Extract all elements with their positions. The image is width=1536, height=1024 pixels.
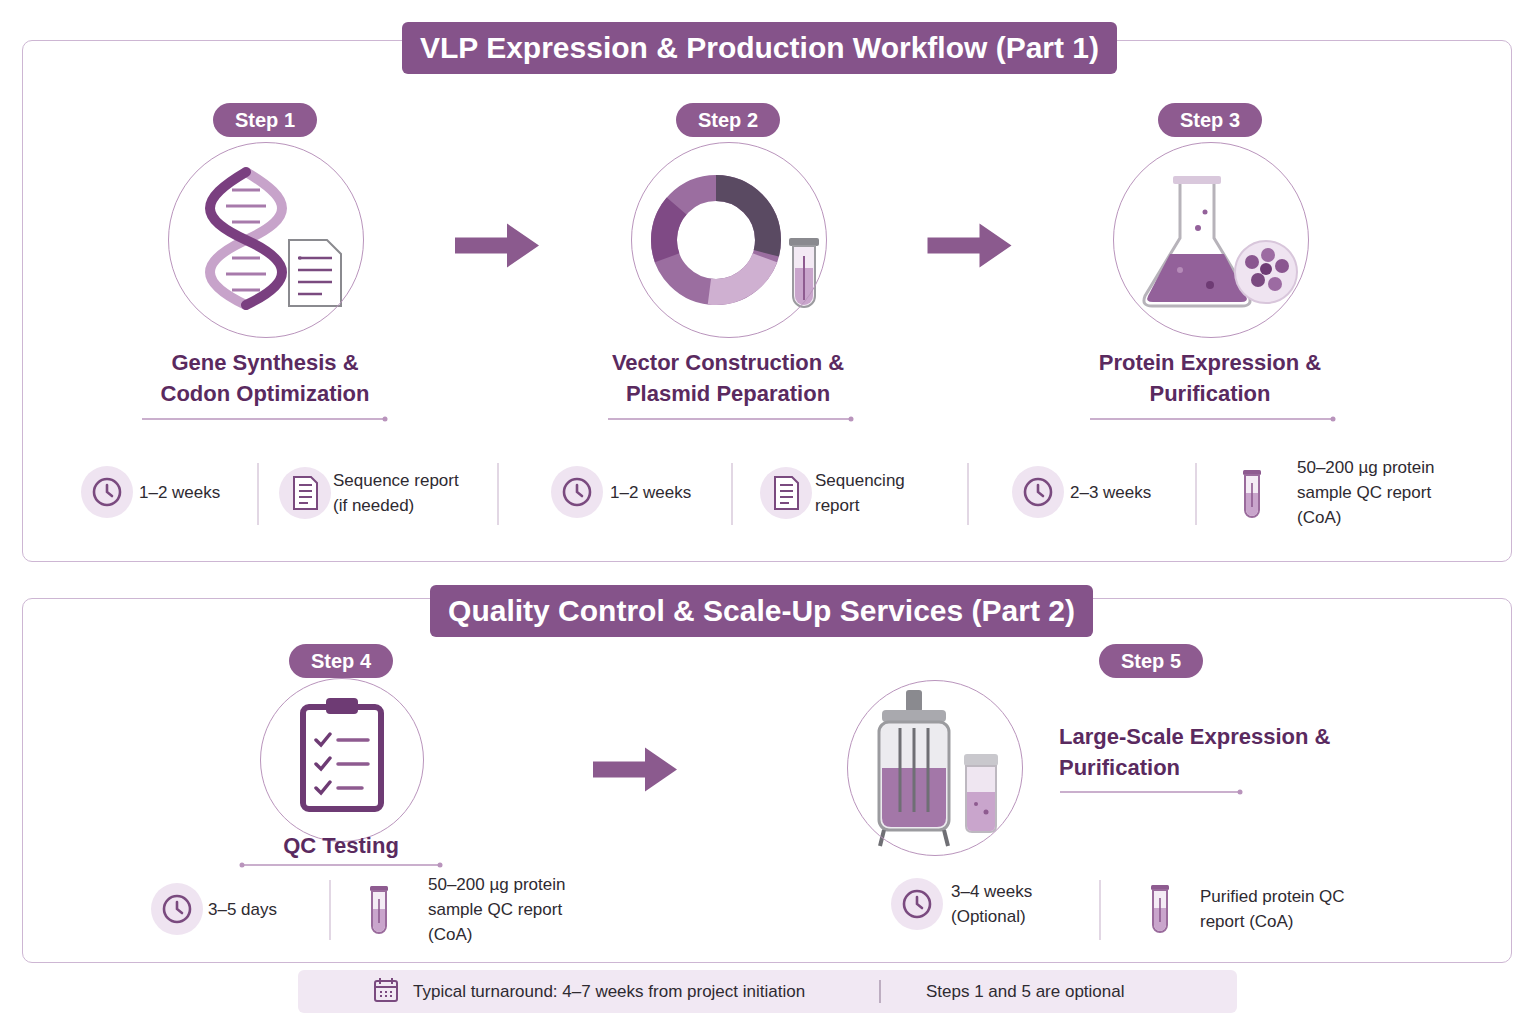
- panel-title: VLP Expression & Production Workflow (Pa…: [402, 22, 1117, 74]
- step-title: Gene Synthesis & Codon Optimization: [140, 347, 390, 409]
- step-title: QC Testing: [241, 830, 441, 861]
- step-badge: Step 5: [1099, 644, 1203, 678]
- info-label: 2–3 weeks: [1070, 480, 1180, 505]
- info-label: Purified protein QC report (CoA): [1200, 884, 1350, 934]
- step-title: Protein Expression & Purification: [1075, 347, 1345, 409]
- step-title: Vector Construction & Plasmid Peparation: [583, 347, 873, 409]
- footer-note: Steps 1 and 5 are optional: [926, 970, 1124, 1013]
- info-label: 3–4 weeks (Optional): [951, 879, 1061, 929]
- info-label: Sequencing report: [815, 468, 935, 518]
- step-circle: Step 2Vector Construction & Plasmid Pepa…: [631, 142, 827, 338]
- footer-note: Typical turnaround: 4–7 weeks from proje…: [413, 970, 805, 1013]
- step-circle: Step 4QC Testing: [260, 678, 424, 842]
- step-circle: Step 1Gene Synthesis & Codon Optimizatio…: [168, 142, 364, 338]
- flow-arrow: [593, 748, 677, 792]
- step-circle: Step 3Protein Expression & Purification: [1113, 142, 1309, 338]
- info-label: 1–2 weeks: [139, 480, 249, 505]
- panel-title: Quality Control & Scale-Up Services (Par…: [430, 585, 1093, 637]
- info-label: 3–5 days: [208, 897, 318, 922]
- info-label: 50–200 µg protein sample QC report (CoA): [428, 872, 566, 947]
- info-label: Sequence report (if needed): [333, 468, 473, 518]
- step-badge: Step 4: [289, 644, 393, 678]
- step-circle: Step 5Large-Scale Expression & Purificat…: [847, 680, 1023, 856]
- summary-band: Typical turnaround: 4–7 weeks from proje…: [298, 970, 1237, 1013]
- step-badge: Step 1: [213, 103, 317, 137]
- flow-arrow: [928, 224, 1012, 268]
- info-label: 1–2 weeks: [610, 480, 720, 505]
- step-title: Large-Scale Expression & Purification: [1059, 721, 1389, 783]
- flow-arrow: [455, 224, 539, 268]
- section-panel: VLP Expression & Production Workflow (Pa…: [22, 40, 1512, 562]
- info-label: 50–200 µg protein sample QC report (CoA): [1297, 455, 1435, 530]
- step-badge: Step 3: [1158, 103, 1262, 137]
- step-badge: Step 2: [676, 103, 780, 137]
